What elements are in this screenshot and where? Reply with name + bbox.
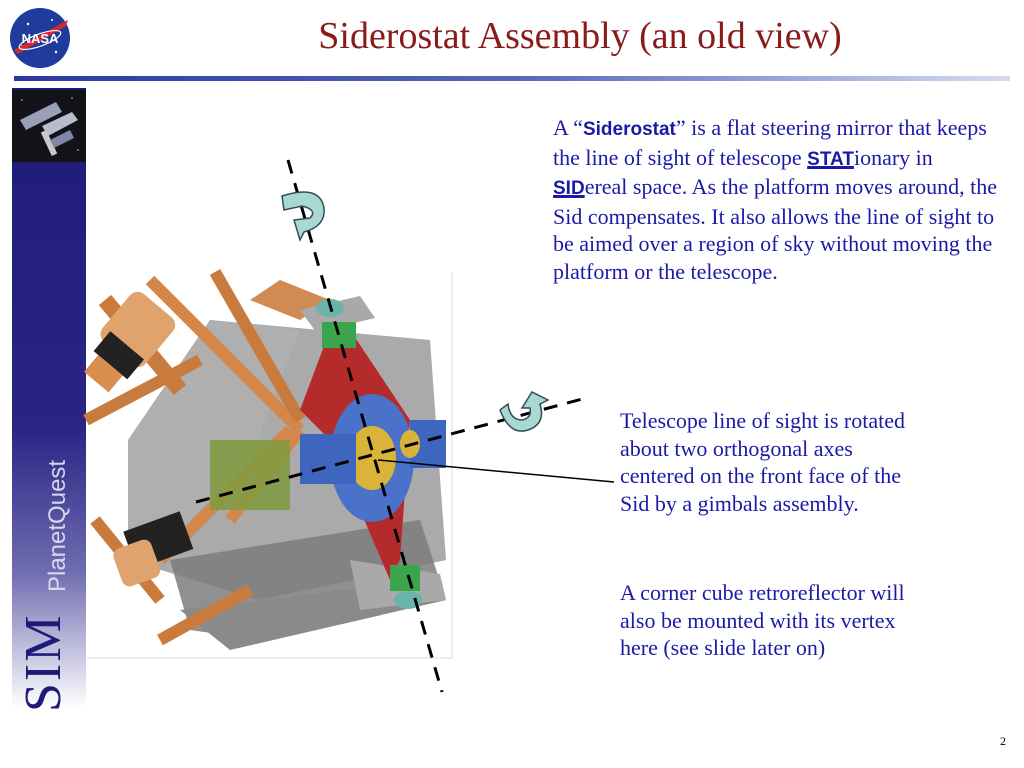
description-text: ereal space. As the platform moves aroun… [553, 174, 998, 284]
nasa-logo: NASA [10, 8, 70, 68]
rotation-arrow-icon [281, 191, 325, 243]
gimbal-note: Telescope line of sight is rotated about… [620, 408, 905, 516]
rotation-axis-2 [195, 396, 587, 504]
term-sid: SID [553, 178, 585, 199]
title-rule [14, 76, 1010, 81]
rotation-arrow-icon [499, 391, 550, 432]
rotation-axis-1 [286, 159, 444, 693]
description-text: ” is a flat steering mirror that keeps t… [553, 115, 987, 170]
description-text: A “ [553, 115, 583, 140]
term-stat: STAT [807, 148, 854, 170]
slide-title: Siderostat Assembly (an old view) [318, 15, 842, 57]
siderostat-render [83, 269, 453, 659]
page-number: 2 [1000, 734, 1006, 748]
nasa-logo-text: NASA [22, 31, 59, 46]
term-siderostat: Siderostat [582, 119, 676, 140]
description-text: ionary in [853, 144, 933, 170]
spacecraft-photo [12, 90, 86, 162]
retroreflector-note: A corner cube retroreflector will also b… [620, 580, 905, 660]
siderostat-description: A “Siderostat” is a flat steering mirror… [553, 114, 1003, 285]
leader-line [377, 459, 615, 483]
sidebar-band [12, 88, 86, 708]
